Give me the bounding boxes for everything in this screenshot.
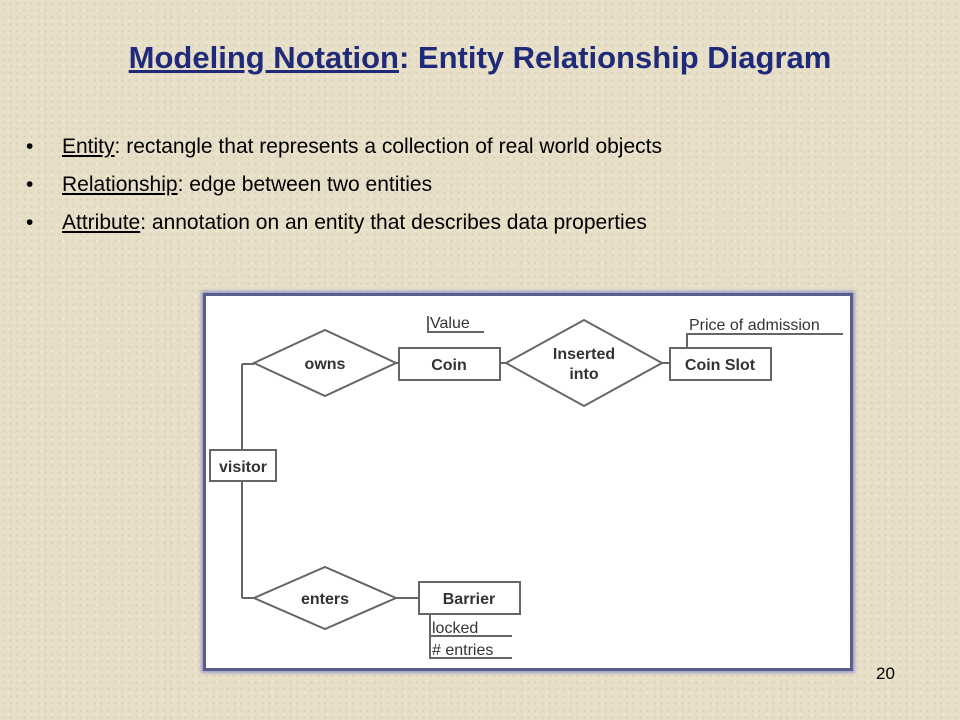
entity-coin — [398, 347, 501, 381]
er-diagram-canvas: owns Inserted into enters Coin Coin Slot… — [209, 315, 843, 659]
attr-value: Value — [430, 315, 470, 332]
bullet-dot-icon: • — [26, 135, 34, 158]
bullet-term: Attribute — [62, 211, 141, 234]
title-underlined: Modeling Notation — [128, 40, 399, 75]
attr-locked: locked — [432, 620, 478, 637]
attr-entries: # entries — [432, 642, 493, 659]
label-coin: Coin — [431, 357, 467, 374]
bullet-entity: • Entity: rectangle that represents a col… — [26, 134, 766, 160]
relationship-inserted-into — [503, 318, 665, 408]
relationship-enters — [251, 565, 399, 631]
title-rest: : Entity Relationship Diagram — [399, 40, 832, 75]
attr-line-value — [427, 316, 484, 333]
attr-price-of-admission: Price of admission — [689, 317, 820, 334]
entity-barrier — [418, 581, 521, 615]
label-coin-slot: Coin Slot — [685, 357, 756, 374]
entity-coin-slot — [669, 347, 772, 381]
attr-line-price — [686, 333, 843, 350]
label-inserted: Inserted — [553, 346, 615, 363]
er-diagram: owns Inserted into enters Coin Coin Slot… — [203, 293, 853, 671]
label-barrier: Barrier — [443, 591, 495, 608]
bullet-text: : rectangle that represents a collection… — [114, 135, 662, 158]
entity-visitor — [209, 449, 277, 482]
relationship-owns — [251, 328, 399, 398]
label-visitor: visitor — [219, 459, 267, 476]
shapes — [209, 318, 772, 631]
label-owns: owns — [305, 356, 346, 373]
bullet-list: • Entity: rectangle that represents a col… — [26, 134, 766, 248]
bullet-text: : edge between two entities — [177, 173, 433, 196]
label-into: into — [569, 366, 599, 383]
bullet-dot-icon: • — [26, 211, 34, 234]
attr-line-barrier — [429, 614, 512, 659]
page-number: 20 — [876, 664, 895, 683]
bullet-term: Relationship — [62, 173, 178, 196]
bullet-term: Entity — [62, 135, 115, 158]
label-enters: enters — [301, 591, 349, 608]
slide-title: Modeling Notation: Entity Relationship D… — [120, 36, 840, 80]
bullet-relationship: • Relationship: edge between two entities — [26, 172, 766, 198]
diagram-labels: owns Inserted into enters Coin Coin Slot… — [219, 315, 820, 659]
bullet-attribute: • Attribute: annotation on an entity that… — [26, 210, 766, 236]
bullet-dot-icon: • — [26, 173, 34, 196]
bullet-text: : annotation on an entity that describes… — [140, 211, 647, 234]
connector-lines — [241, 316, 843, 659]
